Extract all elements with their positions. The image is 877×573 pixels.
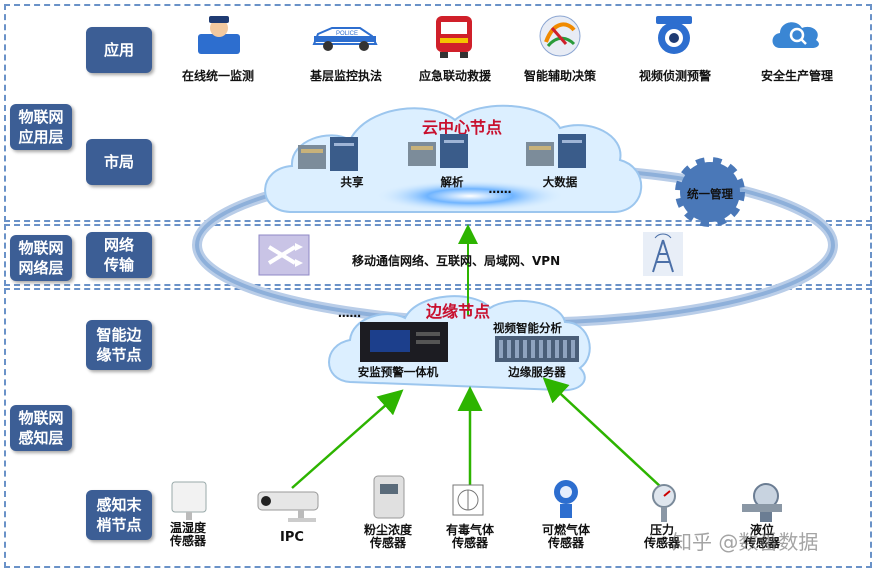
ipc-arrow <box>291 389 404 489</box>
app-label-emergency-rescue: 应急联动救援 <box>418 69 492 83</box>
fire-truck-icon <box>434 12 474 64</box>
svg-text:POLICE: POLICE <box>336 31 358 37</box>
cloud-center-title: 云中心节点 <box>421 118 503 137</box>
app-label-safety-management: 安全生产管理 <box>760 69 834 83</box>
tier-edge-node: 智能边 缘节点 <box>86 320 152 370</box>
safety-warning-device-label: 安监预警一体机 <box>357 365 439 379</box>
pressure-arrow <box>542 377 663 489</box>
server-parse-icon <box>408 132 470 176</box>
antenna-tower-icon <box>643 232 683 280</box>
dust-sensor-icon <box>372 475 408 524</box>
perception-layer-frame <box>4 288 872 568</box>
switch-icon <box>258 234 310 279</box>
video-analysis-label: 视频智能分析 <box>493 321 562 335</box>
unified-management-label: 统一管理 <box>687 187 733 201</box>
sensor-label-combustible-gas: 可燃气体 传感器 <box>541 523 591 550</box>
edge-server-label: 边缘服务器 <box>508 365 566 379</box>
app-label-grassroots-enforcement: 基层监控执法 <box>309 69 383 83</box>
police-car-icon: POLICE <box>310 22 380 56</box>
cloud-item-ellipsis: …… <box>488 182 512 196</box>
network-types-text: 移动通信网络、互联网、局域网、VPN <box>352 254 561 268</box>
decision-globe-icon <box>538 14 582 62</box>
cloud-item-share: 共享 <box>340 175 364 189</box>
app-label-decision-support: 智能辅助决策 <box>523 69 597 83</box>
perception-layer-tag: 物联网 感知层 <box>10 405 72 451</box>
sensor-label-level: 液位 传感器 <box>743 523 781 550</box>
cloud-item-parse: 解析 <box>440 175 464 189</box>
server-share-icon <box>298 135 360 179</box>
edge-ellipsis: …… <box>338 306 361 320</box>
gear-icon <box>675 157 745 227</box>
cloud-item-bigdata: 大数据 <box>542 175 578 189</box>
app-label-online-monitoring: 在线统一监测 <box>181 69 255 83</box>
edge-node-title: 边缘节点 <box>425 302 491 321</box>
toxic-gas-sensor-icon <box>452 484 486 522</box>
sensor-label-ipc: IPC <box>280 530 304 545</box>
ipc-camera-icon <box>257 490 330 528</box>
cctv-camera-icon <box>652 14 696 62</box>
watermark: 知乎 @数番数据 <box>672 530 819 554</box>
network-layer-tag: 物联网 网络层 <box>10 235 72 281</box>
combustible-gas-sensor-icon <box>548 478 584 524</box>
sensor-label-humidity: 温湿度 传感器 <box>169 521 207 548</box>
level-sensor-icon <box>738 482 786 528</box>
sensor-label-dust: 粉尘浓度 传感器 <box>363 523 413 550</box>
monitor-officer-icon <box>196 14 242 62</box>
network-layer-frame <box>4 224 872 286</box>
sensor-label-toxic-gas: 有毒气体 传感器 <box>445 523 495 550</box>
tier-network-transport: 网络 传输 <box>86 232 152 278</box>
tier-sensor-node: 感知末 梢节点 <box>86 490 152 540</box>
tier-city: 市局 <box>86 139 152 185</box>
pressure-sensor-icon <box>646 482 682 528</box>
edge-server-icon <box>495 336 579 366</box>
cloud-search-icon <box>770 16 822 56</box>
humidity-sensor-icon <box>170 480 210 524</box>
app-label-video-detection: 视频侦测预警 <box>638 69 712 83</box>
edge-cloud-shape <box>328 295 591 392</box>
safety-warning-device-icon <box>360 322 448 366</box>
sensor-label-pressure: 压力 传感器 <box>643 523 681 550</box>
tier-application: 应用 <box>86 27 152 73</box>
app-layer-frame <box>4 4 872 222</box>
app-layer-tag: 物联网 应用层 <box>10 104 72 150</box>
server-bigdata-icon <box>526 132 588 176</box>
